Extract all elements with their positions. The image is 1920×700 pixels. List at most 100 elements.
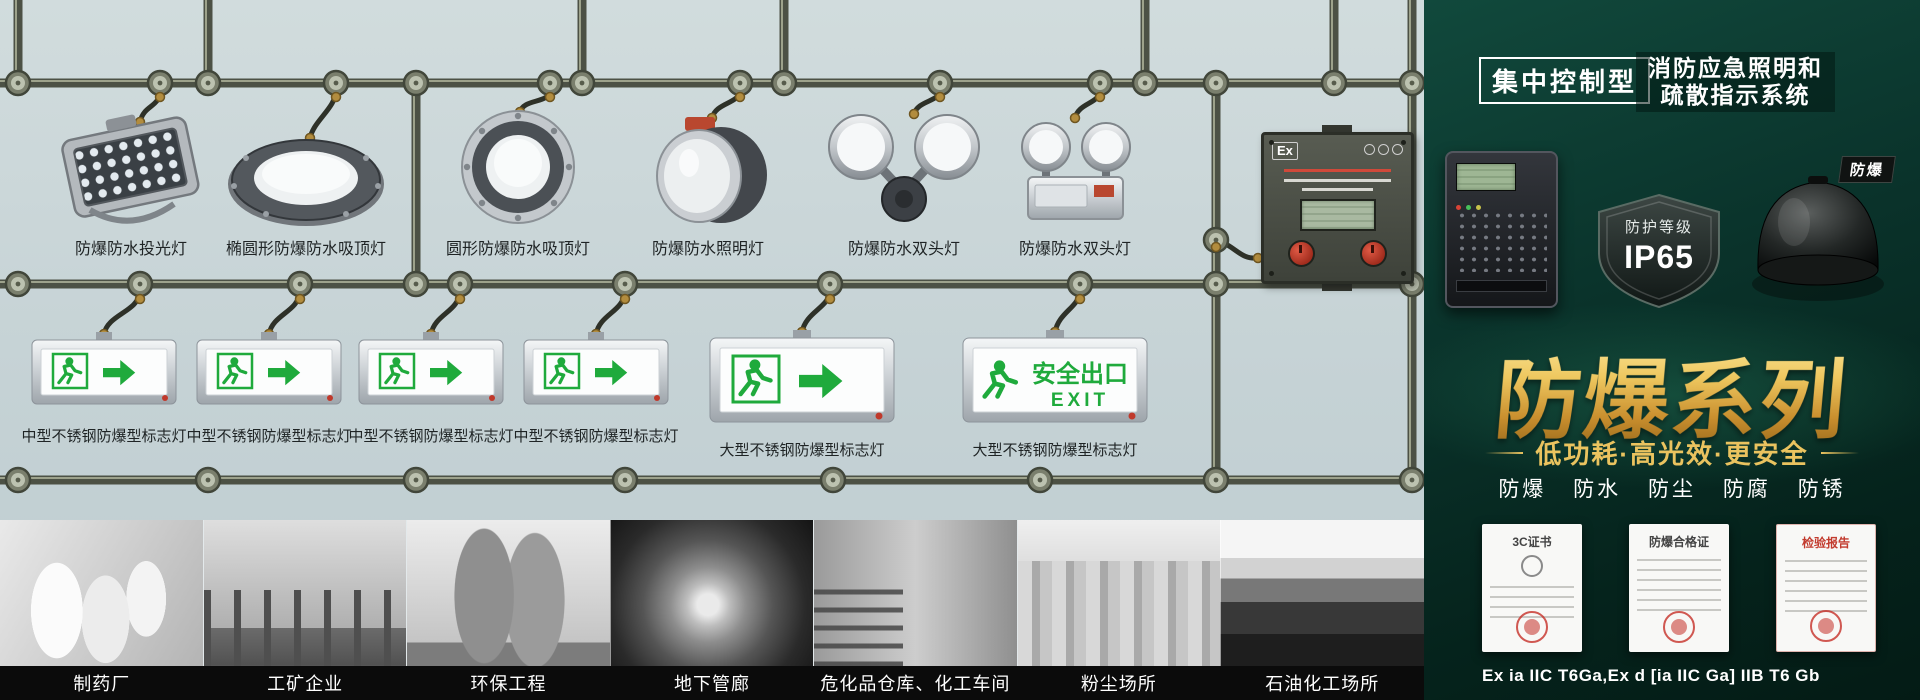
- sign-label: 大型不锈钢防爆型标志灯: [972, 442, 1138, 459]
- ex-certification-spec: Ex ia IIC T6Ga,Ex d [ia IIC Ga] IIB T6 G…: [1482, 666, 1820, 685]
- ip-rating-value: IP65: [1624, 239, 1694, 275]
- scene-label: 制药厂: [73, 674, 131, 694]
- feature-item: 防尘: [1648, 478, 1696, 501]
- exit-sign-image: [523, 332, 669, 405]
- series-slogan: 低功耗·高光效·更安全: [1424, 434, 1920, 471]
- scene-photo-petrochemical: [1220, 520, 1425, 666]
- lcd-display: [1299, 199, 1376, 231]
- shield-icon: [1598, 193, 1720, 309]
- feature-item: 防水: [1573, 478, 1622, 501]
- system-type-badge: 集中控制型: [1479, 57, 1651, 104]
- explosion-proof-helmet-product: 防爆: [1742, 148, 1896, 313]
- sign-label: 中型不锈钢防爆型标志灯: [186, 428, 352, 445]
- cert-title: 检验报告: [1801, 536, 1850, 550]
- exit-sign-large-text: 安全出口 EXIT 大型不锈钢防爆型标志灯: [960, 330, 1150, 460]
- cert-inspection-report: 检验报告: [1776, 524, 1876, 652]
- application-scenes: 制药厂 工矿企业 环保工程 地下管廊 危化品仓库、化工车间 粉尘场所 石油化工场…: [0, 520, 1425, 700]
- power-box-face: Ex: [1261, 132, 1414, 284]
- certificates: 3C证书 防爆合格证 检验报告: [1482, 524, 1876, 652]
- helmet-badge: 防爆: [1838, 156, 1896, 183]
- round-ceiling-light-image: [461, 110, 575, 224]
- explosion-proof-power-box: Ex: [1261, 125, 1414, 291]
- conduit-pipes-graphic: [0, 0, 1424, 494]
- twin-head-lamp-box-image: [1020, 122, 1131, 220]
- cert-icons: [1361, 142, 1403, 160]
- product-label: 防爆防水双头灯: [847, 241, 960, 258]
- exit-sign-image: [709, 330, 895, 423]
- feature-item: 防爆: [1498, 478, 1547, 501]
- screw: [1269, 271, 1274, 276]
- cert-title: 防爆合格证: [1648, 535, 1709, 549]
- slogan-text: 低功耗·高光效·更安全: [1535, 439, 1809, 469]
- product-oval-ceiling-light: 椭圆形防爆防水吸顶灯: [216, 100, 396, 259]
- product-label: 防爆防水投光灯: [74, 241, 187, 258]
- oval-ceiling-light-image: [228, 139, 384, 226]
- red-stamp: [1810, 610, 1842, 642]
- subtitle-line-1: 消防应急照明和: [1648, 55, 1823, 81]
- sign-label: 中型不锈钢防爆型标志灯: [513, 428, 679, 445]
- exit-sign-medium: 中型不锈钢防爆型标志灯: [187, 332, 352, 446]
- screw: [1269, 140, 1274, 145]
- exit-sign-large-arrow: 大型不锈钢防爆型标志灯: [707, 330, 897, 460]
- exit-sign-text-en: EXIT: [1051, 390, 1109, 411]
- ip-rating-label: 防护等级: [1624, 219, 1693, 236]
- controller-keypad: [1456, 210, 1547, 272]
- controller-screen: [1456, 163, 1516, 191]
- ip65-shield-badge: 防护等级 IP65: [1592, 192, 1726, 310]
- twin-head-lamp-image: [828, 114, 980, 222]
- scene-photo-industrial-mining: [202, 520, 407, 666]
- mounting-ear: [1322, 283, 1352, 291]
- feature-item: 防锈: [1797, 478, 1846, 501]
- control-knob: [1360, 240, 1387, 267]
- red-stamp: [1516, 611, 1548, 643]
- exit-sign-image: [196, 332, 342, 405]
- cert-explosion-proof: 防爆合格证: [1629, 524, 1729, 652]
- exit-sign-medium: 中型不锈钢防爆型标志灯: [22, 332, 187, 446]
- screw: [1401, 140, 1406, 145]
- scene-photo-strip: [0, 520, 1425, 666]
- feature-list: 防爆 防水 防尘 防腐 防锈: [1424, 473, 1920, 503]
- product-twin-head-lamp-a: 防爆防水双头灯: [814, 100, 994, 259]
- sign-label: 大型不锈钢防爆型标志灯: [719, 442, 885, 459]
- helmet-image: [1752, 176, 1884, 301]
- scene-photo-underground-tunnel: [609, 520, 814, 666]
- sign-label: 中型不锈钢防爆型标志灯: [348, 428, 514, 445]
- scene-label-bar: 制药厂 工矿企业 环保工程 地下管廊 危化品仓库、化工车间 粉尘场所 石油化工场…: [0, 666, 1424, 700]
- red-stamp: [1663, 611, 1695, 643]
- scene-photo-pharmaceutical: [0, 520, 203, 666]
- cert-body-lines: [1785, 560, 1867, 616]
- exit-sign-medium: 中型不锈钢防爆型标志灯: [349, 332, 514, 446]
- system-subtitle: 消防应急照明和 疏散指示系统: [1636, 52, 1835, 113]
- product-label: 防爆防水照明灯: [651, 241, 764, 258]
- product-twin-head-lamp-b: 防爆防水双头灯: [985, 100, 1165, 259]
- subtitle-line-2: 疏散指示系统: [1660, 82, 1811, 109]
- control-knob: [1288, 240, 1315, 267]
- product-showcase-section: 防爆防水投光灯 椭圆形防爆防水吸顶灯: [0, 0, 1425, 700]
- exit-sign-image: [358, 332, 504, 405]
- floodlight-image: [61, 114, 200, 224]
- exit-sign-medium: 中型不锈钢防爆型标志灯: [514, 332, 679, 446]
- ccc-logo: [1521, 555, 1543, 577]
- mounting-ear: [1322, 125, 1352, 133]
- feature-item: 防腐: [1722, 478, 1771, 501]
- scene-label: 工矿企业: [267, 674, 344, 694]
- scene-label: 危化品仓库、化工车间: [820, 674, 1011, 694]
- ex-mark: Ex: [1272, 142, 1298, 160]
- scene-photo-chemical-warehouse: [813, 520, 1017, 666]
- scene-label: 环保工程: [470, 674, 547, 694]
- scene-label: 地下管廊: [673, 674, 750, 694]
- label-line: [1302, 188, 1373, 191]
- product-floodlight: 防爆防水投光灯: [41, 100, 221, 259]
- brand-panel: 集中控制型 消防应急照明和 疏散指示系统 防护等级 IP65: [1424, 0, 1920, 700]
- scene-photo-dust-site: [1016, 520, 1221, 666]
- slogan-rule-right: [1820, 451, 1859, 454]
- product-label: 圆形防爆防水吸顶灯: [445, 241, 590, 258]
- screw: [1401, 271, 1406, 276]
- cert-body-lines: [1637, 559, 1721, 615]
- controller-indicators: [1456, 197, 1547, 210]
- cert-3c: 3C证书: [1482, 524, 1582, 652]
- product-round-ceiling-light: 圆形防爆防水吸顶灯: [428, 100, 608, 259]
- product-lighting-lamp: 防爆防水照明灯: [618, 100, 798, 259]
- label-line: [1284, 169, 1391, 172]
